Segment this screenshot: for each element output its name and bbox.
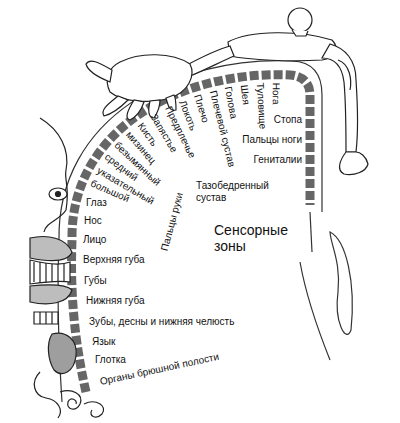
body-part-label: Шея (239, 84, 253, 105)
body-part-label: Нос (84, 215, 102, 227)
body-part-label: Голова (223, 86, 240, 120)
body-part-label: Верхняя губа (83, 254, 145, 266)
cortex-surface (58, 61, 322, 402)
jaw-teeth (34, 312, 58, 324)
body-part-label: Зубы, десны и нижняя челюсть (89, 316, 234, 328)
pharynx (34, 372, 60, 418)
foot (340, 152, 368, 175)
intestine-curl (60, 391, 81, 409)
body-part-label: Глотка (95, 354, 126, 366)
area-title: Сенсорные зоны (214, 222, 304, 254)
sulcus-line (310, 212, 312, 252)
body-part-label: Нога (271, 83, 283, 105)
group-label: Пальцы руки (159, 192, 186, 253)
body-part-label: Туловище (255, 83, 269, 130)
body-part-label: Лицо (83, 234, 106, 246)
brain-outline (58, 61, 352, 402)
upper-lip (30, 237, 72, 261)
body-part-label: Глаз (86, 197, 107, 209)
hand (107, 55, 192, 102)
genital-line (338, 60, 351, 90)
finger (103, 96, 128, 116)
sensory-band (72, 75, 310, 392)
body-part-label: Тазобедренный сустав (196, 180, 278, 203)
teeth-lines (34, 262, 64, 283)
lower-lip (30, 285, 72, 304)
torso (228, 33, 336, 61)
homunculus-face (30, 118, 104, 418)
body-part-label: Гениталии (254, 154, 302, 166)
tongue (48, 333, 76, 373)
mouth (30, 260, 70, 284)
neck (292, 30, 308, 36)
intestine-curl (84, 402, 104, 417)
body-part-label: Язык (92, 336, 115, 348)
body-part-label: Пальцы ноги (242, 134, 302, 146)
finger (127, 100, 144, 120)
thumb (86, 61, 112, 82)
eye (49, 188, 67, 200)
sulcus-line (300, 262, 330, 360)
pupil (56, 192, 61, 197)
body-part-label: Губы (84, 275, 107, 287)
body-part-label: Нижняя губа (86, 295, 144, 307)
face-profile (40, 118, 67, 232)
leg (322, 44, 358, 152)
body-part-label: Стопа (274, 114, 302, 126)
head (288, 8, 312, 32)
teeth-lines (40, 312, 52, 324)
sulcus-shape (330, 232, 352, 334)
